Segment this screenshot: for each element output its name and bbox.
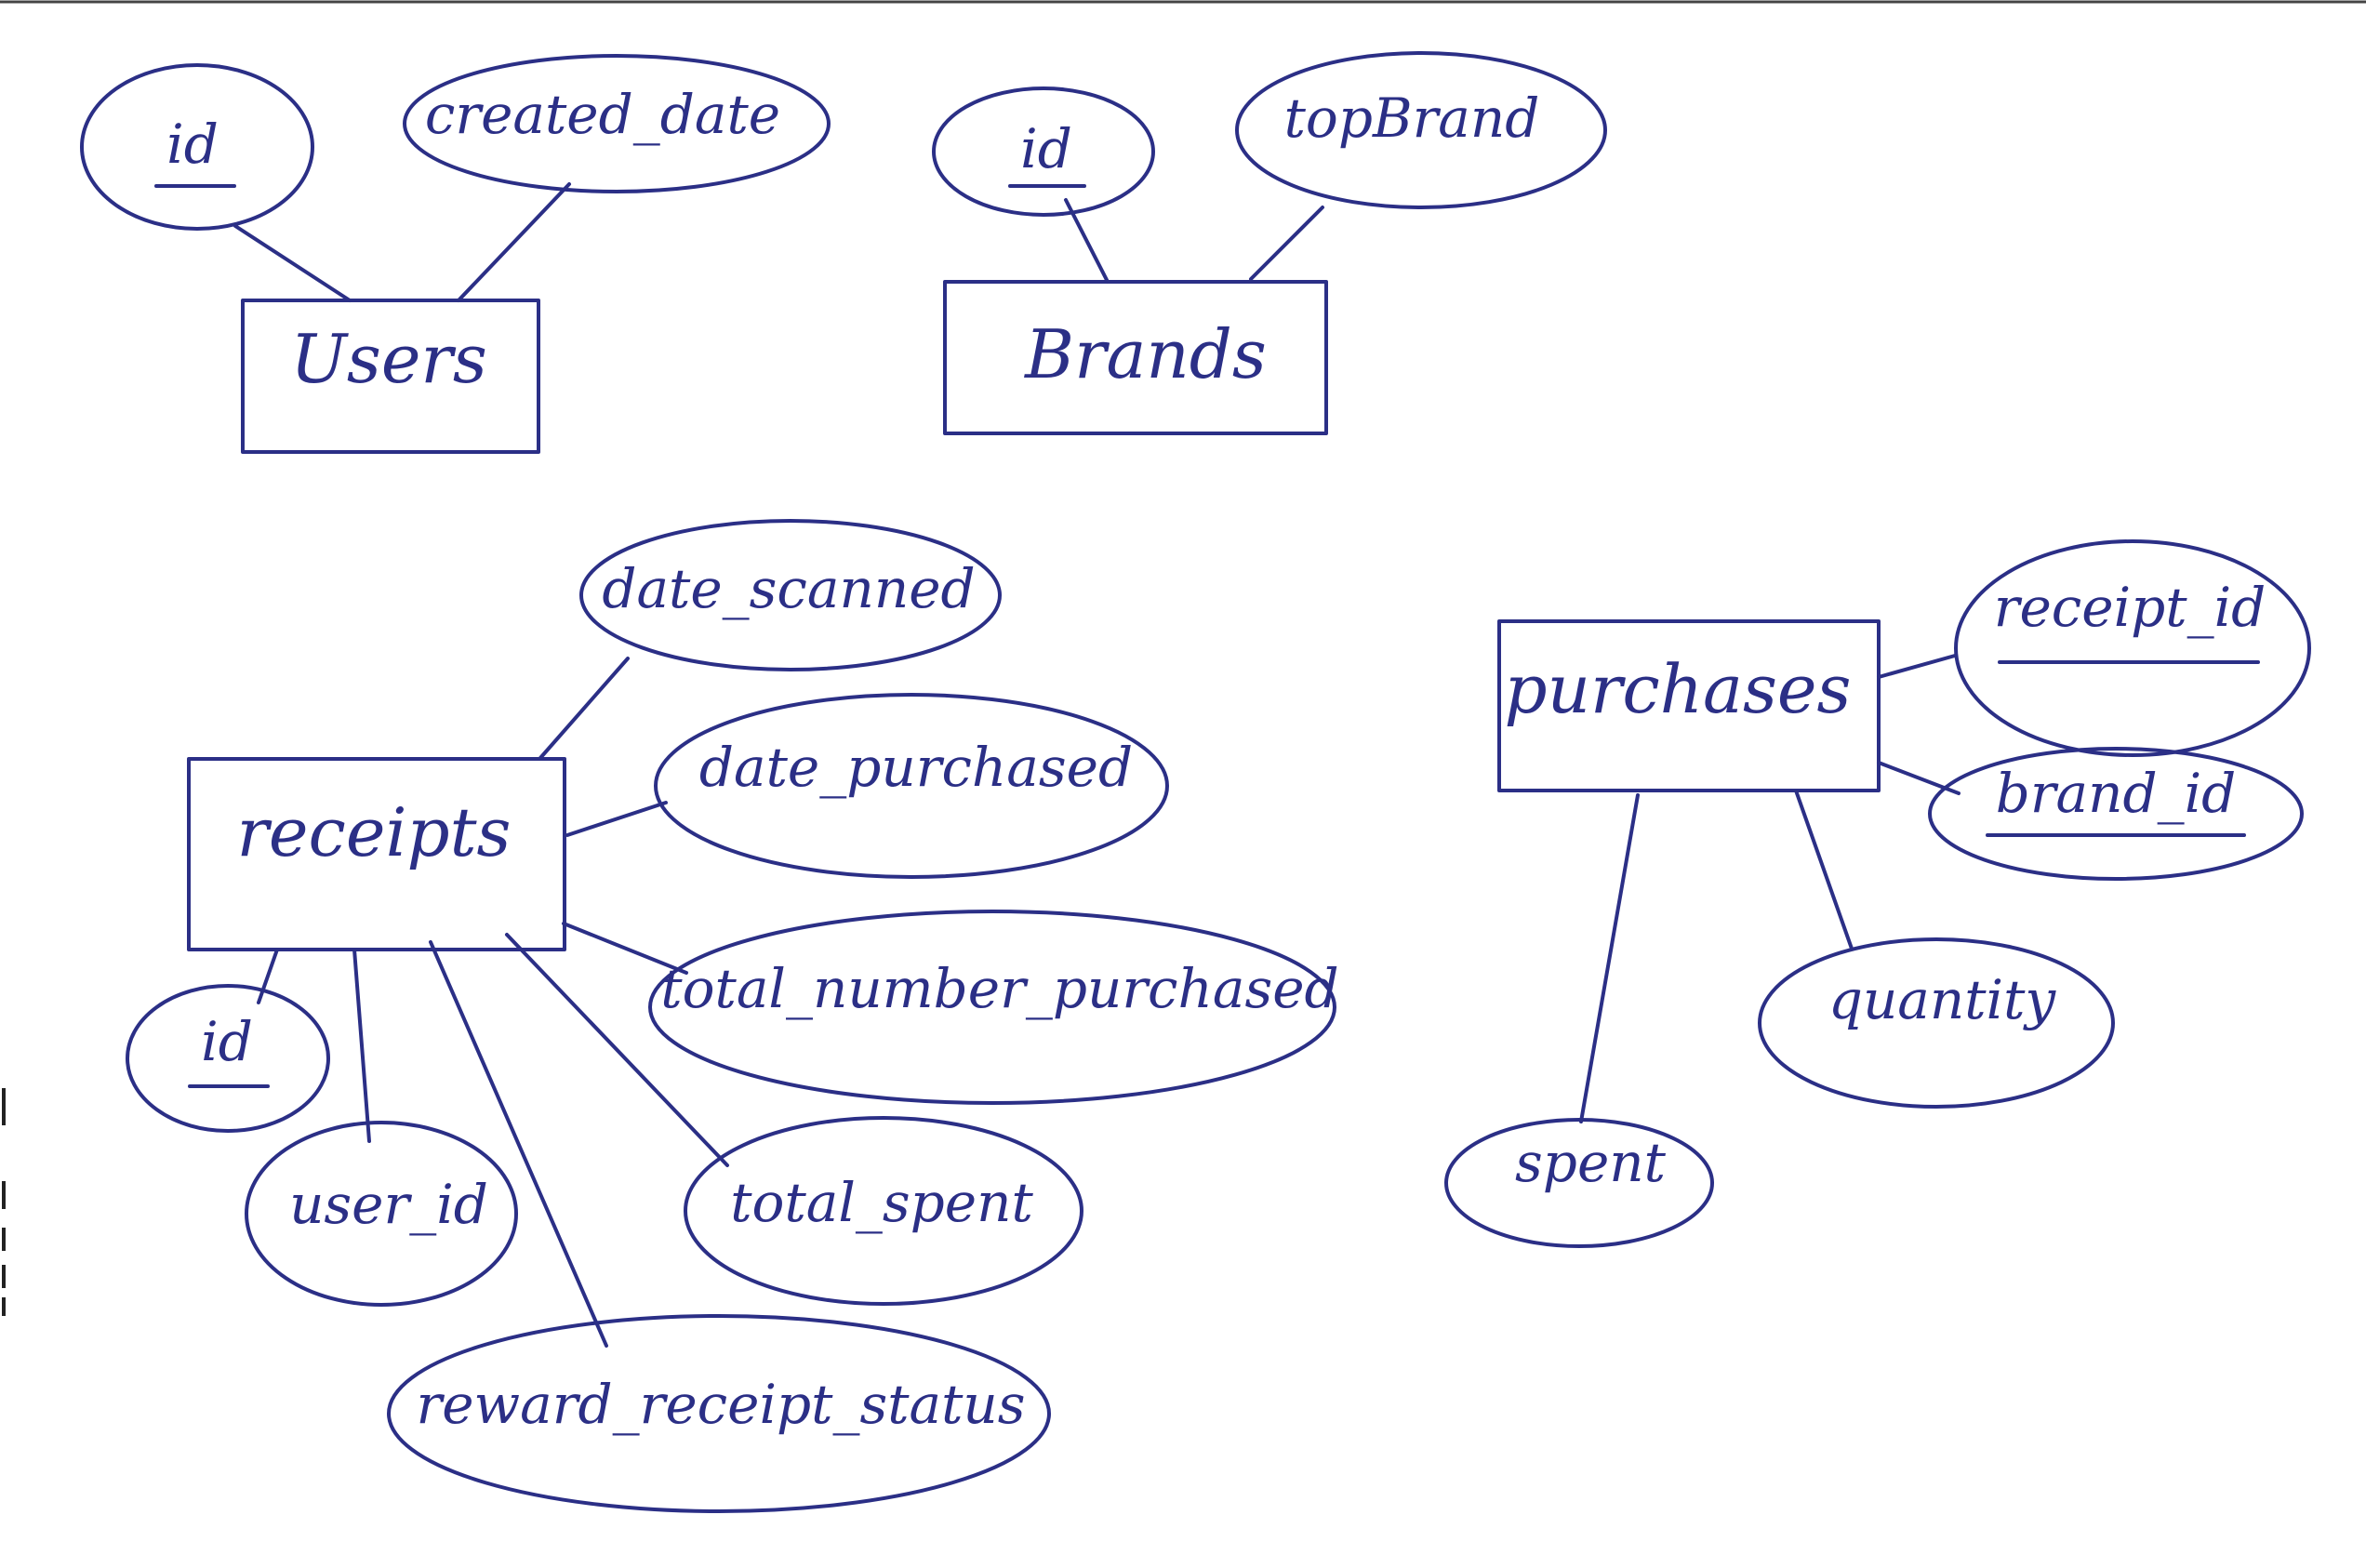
attribute-users-created-date: created_date — [403, 54, 831, 193]
attribute-ellipse — [684, 1116, 1083, 1306]
entity-label: purchases — [1504, 650, 1851, 728]
attribute-receipts-id: id — [126, 984, 330, 1133]
entity-box — [241, 299, 540, 454]
entity-box — [1497, 619, 1881, 792]
attribute-brands-id: id — [932, 86, 1155, 217]
line-brands-topbrand — [1249, 206, 1324, 281]
line-receipts-id — [257, 948, 279, 1004]
line-receipts-total-spent — [505, 933, 729, 1167]
attribute-ellipse — [648, 910, 1336, 1105]
attribute-label: receipt_id — [1994, 576, 2266, 639]
line-receipts-total-number-purchased — [562, 922, 688, 975]
attribute-receipts-user-id: user_id — [245, 1121, 518, 1307]
attribute-ellipse — [403, 54, 831, 193]
line-receipts-date-scanned — [538, 657, 630, 760]
entity-receipts: receipts — [187, 757, 566, 951]
entity-box — [187, 757, 566, 951]
entity-label: receipts — [237, 793, 512, 871]
line-receipts-date-purchased — [565, 801, 668, 837]
attribute-ellipse — [1444, 1118, 1714, 1248]
attribute-label: total_number_purchased — [660, 957, 1338, 1020]
attribute-ellipse — [579, 519, 1002, 671]
line-users-created-date — [457, 182, 571, 302]
attribute-label: id — [201, 1010, 253, 1073]
attribute-label: brand_id — [1996, 762, 2237, 825]
attribute-label: id — [166, 113, 219, 176]
attribute-label: created_date — [425, 83, 780, 146]
attribute-purchases-quantity: quantity — [1758, 937, 2115, 1109]
attribute-ellipse — [245, 1121, 518, 1307]
attribute-ellipse — [654, 693, 1169, 879]
attribute-ellipse — [1928, 747, 2304, 881]
attribute-receipts-total-number-purchased: total_number_purchased — [648, 910, 1339, 1105]
entity-label: Users — [290, 320, 487, 398]
line-users-id — [233, 224, 352, 302]
line-receipts-reward-receipt-status — [429, 940, 608, 1348]
line-purchases-quantity — [1794, 789, 1854, 950]
attribute-receipts-reward-receipt-status: reward_receipt_status — [387, 1314, 1051, 1513]
attribute-label: date_scanned — [602, 557, 975, 620]
attribute-receipts-total-spent: total_spent — [684, 1116, 1083, 1306]
attribute-ellipse — [1758, 937, 2115, 1109]
attribute-users-id: id — [80, 63, 314, 231]
attribute-purchases-brand-id: brand_id — [1928, 747, 2304, 881]
line-purchases-receipt-id — [1877, 654, 1957, 679]
attribute-label: spent — [1515, 1131, 1667, 1194]
attribute-label: total_spent — [730, 1171, 1033, 1234]
attribute-ellipse — [1235, 51, 1607, 209]
attribute-ellipse — [1954, 539, 2311, 757]
attribute-label: reward_receipt_status — [416, 1373, 1025, 1436]
entity-purchases: purchases — [1497, 619, 1881, 792]
attribute-purchases-receipt-id: receipt_id — [1954, 539, 2311, 757]
attribute-purchases-spent: spent — [1444, 1118, 1714, 1248]
attribute-receipts-date-scanned: date_scanned — [579, 519, 1002, 671]
attribute-label: date_purchased — [699, 736, 1133, 799]
attribute-label: id — [1020, 117, 1072, 180]
entity-users: Users — [241, 299, 540, 454]
relationship-lines — [233, 182, 1961, 1348]
entity-brands: Brands — [943, 280, 1328, 435]
attribute-receipts-date-purchased: date_purchased — [654, 693, 1169, 879]
line-receipts-user-id — [352, 948, 371, 1143]
entity-label: Brands — [1023, 315, 1267, 393]
attribute-ellipse — [387, 1314, 1051, 1513]
line-purchases-spent — [1579, 793, 1640, 1123]
attribute-label: topBrand — [1284, 86, 1540, 150]
attribute-brands-topbrand: topBrand — [1235, 51, 1607, 209]
attribute-label: quantity — [1828, 968, 2057, 1031]
attribute-ellipse — [932, 86, 1155, 217]
attribute-label: user_id — [289, 1173, 488, 1236]
attribute-ellipse — [80, 63, 314, 231]
attribute-ellipse — [126, 984, 330, 1133]
entity-box — [943, 280, 1328, 435]
